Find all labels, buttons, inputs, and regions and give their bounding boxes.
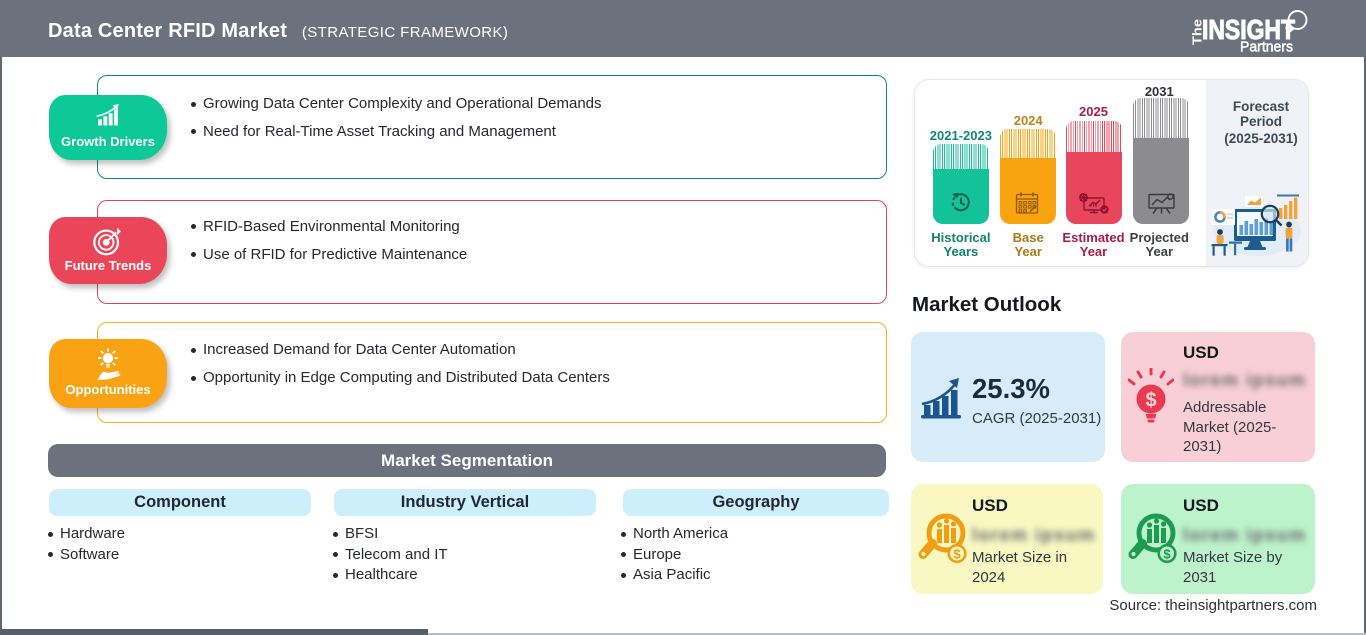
svg-text:INSIGHT: INSIGHT [1202, 14, 1295, 45]
svg-text:$: $ [953, 547, 961, 562]
svg-text:$: $ [1145, 390, 1156, 412]
svg-text:$: $ [1163, 547, 1171, 562]
svg-text:The: The [1190, 19, 1205, 45]
svg-text:Partners: Partners [1240, 40, 1293, 56]
